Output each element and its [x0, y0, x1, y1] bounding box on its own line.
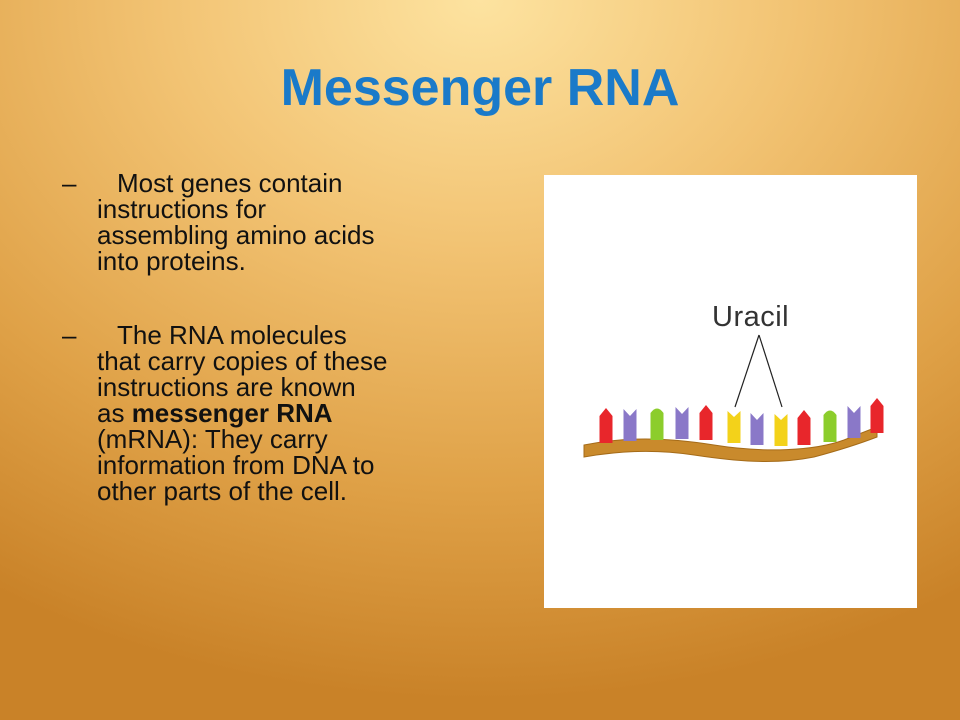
bullet-line: (mRNA): They carry: [97, 424, 328, 454]
bullet-item: – The RNA molecules that carry copies of…: [62, 322, 502, 504]
bullet-dash: –: [62, 320, 77, 350]
bullet-line: assembling amino acids: [97, 220, 375, 250]
bullet-line: instructions are known: [97, 372, 356, 402]
nucleotide-base: [870, 398, 884, 433]
rna-strand-graphic: [583, 334, 884, 462]
bullet-line: The RNA molecules: [117, 320, 347, 350]
nucleotide-base: [847, 406, 861, 438]
nucleotide-base: [699, 405, 713, 440]
bullet-item: – Most genes contain instructions for as…: [62, 170, 502, 274]
bullet-line: information from DNA to: [97, 450, 375, 480]
uracil-pointer-line: [758, 334, 783, 408]
slide-title: Messenger RNA: [280, 59, 680, 117]
bullet-line: other parts of the cell.: [97, 476, 348, 506]
bullet-line: that carry copies of these: [97, 346, 388, 376]
uracil-pointer-line: [734, 334, 760, 408]
nucleotide-base: [823, 410, 837, 442]
uracil-base: [727, 411, 741, 443]
bullet-list: – Most genes contain instructions for as…: [62, 170, 502, 552]
bold-term: messenger RNA: [131, 398, 333, 428]
bullet-line: Most genes contain: [117, 168, 343, 198]
nucleotide-base: [750, 413, 764, 445]
bullet-line: instructions for: [97, 194, 267, 224]
nucleotide-base: [650, 408, 664, 440]
nucleotide-base: [599, 408, 613, 443]
rna-illustration: Uracil: [544, 175, 917, 608]
bullet-line: into proteins.: [97, 246, 246, 276]
nucleotide-base: [675, 407, 689, 439]
nucleotide-base: [797, 410, 811, 445]
uracil-label: Uracil: [712, 301, 790, 333]
rna-bases: [599, 398, 884, 446]
rna-backbone: [583, 426, 878, 462]
uracil-base: [774, 414, 788, 446]
bullet-line-prefix: as: [97, 398, 132, 428]
nucleotide-base: [623, 409, 637, 441]
bullet-dash: –: [62, 168, 77, 198]
